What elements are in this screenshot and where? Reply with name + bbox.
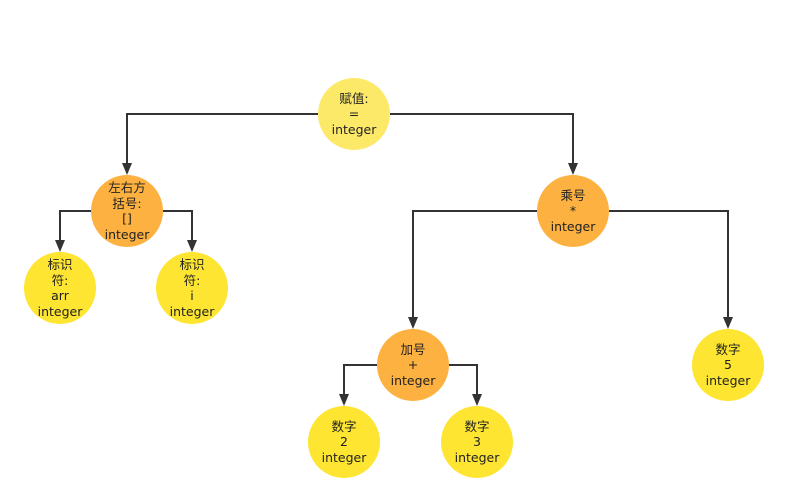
node-add: 加号 + integer — [377, 329, 449, 401]
node-identifier-i: 标识 符: i integer — [156, 252, 228, 324]
arrowhead — [339, 394, 349, 406]
arrowhead — [723, 317, 733, 329]
edge-brackets-ident_i — [163, 210, 193, 241]
node-line: 数字 — [464, 418, 490, 434]
node-line: arr — [51, 288, 69, 303]
node-number-5: 数字 5 integer — [692, 329, 764, 401]
edge-multiply-num5 — [609, 210, 729, 318]
node-line: integer — [454, 449, 500, 465]
node-line: 括号: — [112, 195, 142, 211]
arrowhead — [568, 163, 578, 175]
node-line: integer — [37, 303, 83, 319]
arrowhead — [408, 317, 418, 329]
node-line: 乘号 — [560, 187, 586, 203]
node-multiply: 乘号 * integer — [537, 175, 609, 247]
node-line: integer — [390, 372, 436, 388]
node-line: 数字 — [331, 418, 357, 434]
node-line: * — [569, 203, 577, 219]
node-line: = — [348, 106, 360, 122]
arrowhead — [122, 163, 132, 175]
node-line: 左右方 — [108, 180, 146, 195]
arrowhead — [472, 394, 482, 406]
node-line: 符: — [51, 272, 69, 288]
node-line: i — [190, 288, 194, 303]
node-line: integer — [169, 303, 215, 319]
node-line: 加号 — [400, 341, 426, 357]
node-number-3: 数字 3 integer — [441, 406, 513, 478]
node-line: [] — [122, 211, 132, 226]
edge-add-num3 — [449, 364, 478, 395]
edge-add-num2 — [343, 364, 377, 395]
node-line: 3 — [473, 434, 481, 450]
node-line: integer — [321, 449, 367, 465]
node-line: integer — [705, 372, 751, 388]
arrowhead — [187, 240, 197, 252]
node-root-assign: 赋值: = integer — [318, 78, 390, 150]
node-identifier-arr: 标识 符: arr integer — [24, 252, 96, 324]
node-brackets: 左右方 括号: [] integer — [91, 175, 163, 247]
node-line: 2 — [340, 434, 348, 450]
node-line: 符: — [183, 272, 201, 288]
node-line: + — [407, 357, 419, 373]
node-line: 标识 — [179, 257, 205, 272]
node-line: integer — [104, 226, 150, 242]
edge-multiply-add — [412, 210, 537, 318]
node-line: 赋值: — [339, 90, 369, 106]
node-line: 数字 — [715, 341, 741, 357]
arrowhead — [55, 240, 65, 252]
edge-brackets-ident_arr — [59, 210, 91, 241]
node-line: integer — [331, 121, 377, 137]
node-number-2: 数字 2 integer — [308, 406, 380, 478]
node-line: integer — [550, 218, 596, 234]
edge-root-brackets — [126, 113, 318, 164]
node-line: 标识 — [47, 257, 73, 272]
node-line: 5 — [724, 357, 732, 373]
edge-root-multiply — [390, 113, 574, 164]
